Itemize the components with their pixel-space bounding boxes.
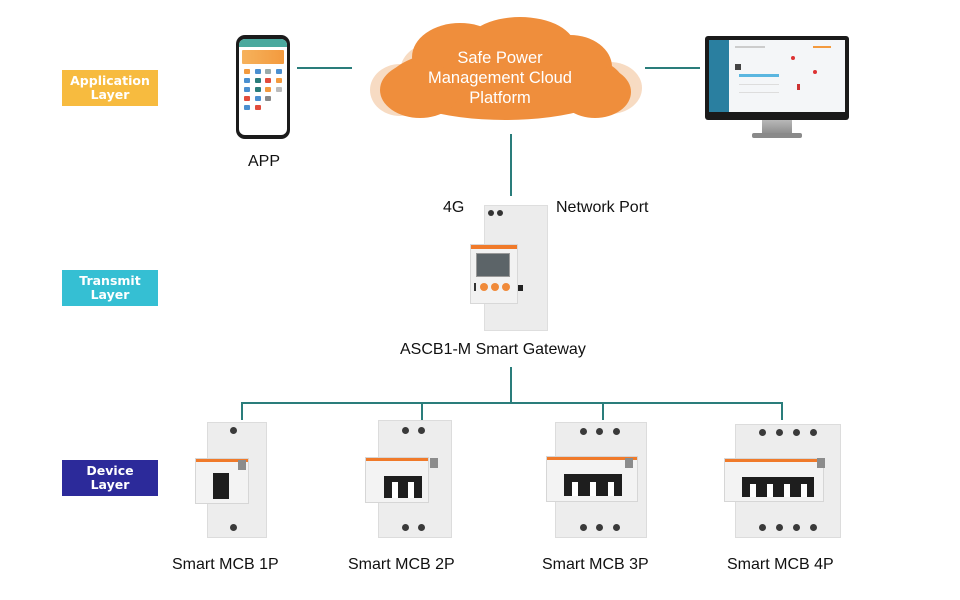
connector-bus-horizontal: [241, 402, 783, 404]
mcb-3p-label: Smart MCB 3P: [542, 556, 649, 573]
gateway-label: ASCB1-M Smart Gateway: [400, 341, 586, 358]
connector-drop-4p: [781, 402, 783, 420]
monitor-base: [752, 133, 802, 138]
connector-cloud-monitor: [645, 67, 700, 69]
transmit-layer-line1: Transmit: [79, 273, 141, 288]
desktop-monitor-icon: [705, 36, 849, 120]
monitor-stand: [762, 120, 792, 134]
mcb-2p-label: Smart MCB 2P: [348, 556, 455, 573]
connector-drop-3p: [602, 402, 604, 420]
connector-app-cloud: [297, 67, 352, 69]
cloud-icon: [370, 17, 642, 120]
connector-drop-2p: [421, 402, 423, 420]
transmit-layer-line2: Layer: [90, 287, 130, 302]
cloud-line3: Platform: [469, 89, 531, 107]
connector-cloud-gateway: [510, 134, 512, 196]
connector-gateway-bus: [510, 367, 512, 403]
cloud-line1: Safe Power: [457, 49, 543, 67]
application-layer-line2: Layer: [90, 87, 130, 102]
cloud-platform-label: Safe Power Management Cloud Platform: [400, 48, 600, 108]
cloud-line2: Management Cloud: [427, 69, 572, 87]
app-label: APP: [248, 153, 281, 170]
4g-label: 4G: [443, 199, 465, 216]
application-layer-line1: Application: [70, 73, 150, 88]
smartphone-app-icon: [236, 35, 290, 139]
mcb-1p-label: Smart MCB 1P: [172, 556, 279, 573]
device-layer-line1: Device: [86, 463, 134, 478]
connector-drop-1p: [241, 402, 243, 420]
mcb-4p-label: Smart MCB 4P: [727, 556, 834, 573]
network-port-label: Network Port: [556, 199, 649, 216]
device-layer-line2: Layer: [90, 477, 130, 492]
